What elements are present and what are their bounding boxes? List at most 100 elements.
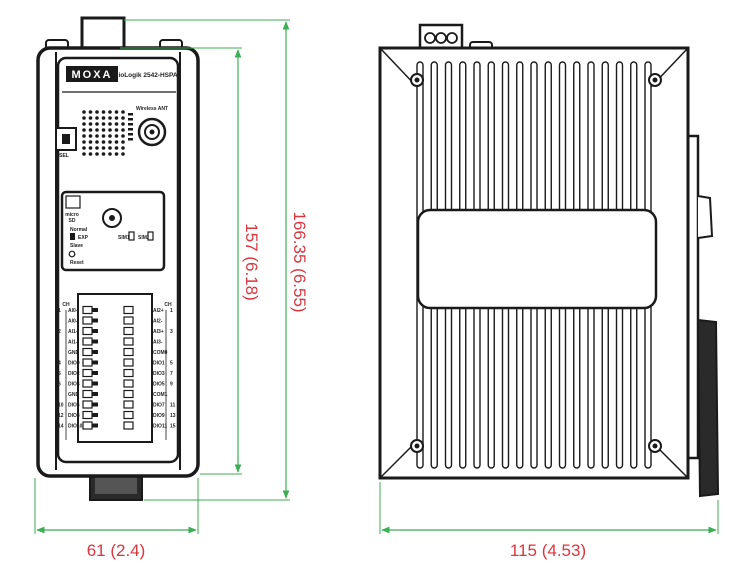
terminal-pin-right <box>123 337 134 346</box>
screw-center <box>652 77 658 83</box>
reset-button <box>68 250 76 258</box>
terminal-label-left: DIO2 <box>68 371 80 377</box>
terminal-pin-right <box>123 421 134 430</box>
terminal-pin-right <box>123 326 134 336</box>
ch-label-left: CH <box>62 302 70 308</box>
led-indicator <box>121 146 125 150</box>
led-indicator <box>82 110 86 114</box>
terminal-label-right: AI2- <box>153 318 163 324</box>
terminal-pin-left <box>82 316 93 325</box>
led-indicator <box>95 134 99 138</box>
led-indicator <box>121 140 125 144</box>
terminal-rows: AI0+1AI0-AI1+2AI1-GNDDIO04DIO25DIO46GNDD… <box>58 305 176 440</box>
led-indicator <box>88 152 93 156</box>
led-indicator <box>95 146 99 150</box>
reset-label: Reset <box>70 260 84 266</box>
led-indicator <box>108 110 112 114</box>
depth-dimension-label: 115 (4.53) <box>510 541 586 560</box>
led-indicator <box>101 146 106 150</box>
terminal-label-left: DIO0 <box>68 360 80 366</box>
exp-label: EXP <box>78 235 89 241</box>
terminal-block <box>77 293 153 443</box>
led-indicator <box>82 134 86 138</box>
din-clip-latch <box>696 318 720 498</box>
terminal-label-left: DIO4 <box>68 381 80 387</box>
terminal-pin-left <box>82 326 93 336</box>
normal-label: Normal <box>70 227 88 233</box>
led-indicator <box>114 146 119 150</box>
terminal-label-right: DIO1 <box>153 360 165 366</box>
led-indicator <box>108 146 112 150</box>
led-indicator <box>88 116 93 120</box>
sd-slot <box>65 195 81 209</box>
led-indicator <box>95 128 99 132</box>
led-indicator <box>114 110 119 114</box>
led-indicator <box>88 140 93 144</box>
wireless-ant-label: Wireless ANT <box>136 106 168 112</box>
channel-number-right: 3 <box>170 329 173 335</box>
led-grid <box>82 110 133 156</box>
terminal-pin-left <box>82 358 93 367</box>
model-text: ioLogik 2542-HSPA <box>118 72 177 79</box>
terminal-screw-left <box>92 392 98 396</box>
label-plate <box>416 208 658 310</box>
dimensions: 61 (2.4) 115 (4.53) 157 (6.18) 166.35 (6… <box>34 19 719 560</box>
led-indicator <box>101 152 106 156</box>
terminal-screw-left <box>92 308 98 312</box>
led-indicator <box>88 128 93 132</box>
terminal-label-left: DIO8 <box>68 413 80 419</box>
terminal-label-right: AI3+ <box>153 329 164 335</box>
terminal-pin-right <box>123 379 134 388</box>
terminal-label-left: GND <box>68 350 80 356</box>
channel-number-left: 10 <box>58 402 64 408</box>
led-indicator <box>108 116 112 120</box>
antenna-pin <box>149 129 155 135</box>
signal-led <box>128 133 133 136</box>
led-indicator <box>114 134 119 138</box>
channel-number-right: 7 <box>170 371 173 377</box>
sim1-label: SIM1 <box>118 235 130 241</box>
led-indicator <box>121 134 125 138</box>
terminal-label-left: AI0+ <box>68 308 79 314</box>
terminal-label-left: GND <box>68 392 80 398</box>
terminal-pin-right <box>123 389 134 399</box>
terminal-screw-left <box>92 360 98 365</box>
led-indicator <box>121 152 125 156</box>
led-indicator <box>82 146 86 150</box>
terminal-screw-left <box>92 381 98 386</box>
led-indicator <box>121 110 125 114</box>
power-connector <box>80 16 126 50</box>
led-indicator <box>114 140 119 144</box>
body-height-dimension-label: 157 (6.18) <box>242 223 261 301</box>
led-indicator <box>95 152 99 156</box>
terminal-pin-right <box>123 400 134 409</box>
terminal-screw-left <box>92 329 98 333</box>
led-indicator <box>101 128 106 132</box>
channel-number-right: 5 <box>170 360 173 366</box>
terminal-screw-left <box>92 339 98 344</box>
terminal-screw-left <box>92 423 98 428</box>
sel-label: SEL <box>59 153 69 159</box>
terminal-screw-left <box>92 350 98 354</box>
terminal-pin-left <box>82 421 93 430</box>
channel-number-left: 5 <box>58 371 61 377</box>
channel-number-left: 4 <box>58 360 61 366</box>
led-indicator <box>114 152 119 156</box>
terminal-pin-left <box>82 379 93 388</box>
led-indicator <box>82 116 86 120</box>
channel-number-right: 11 <box>170 402 176 408</box>
sim1-slot <box>128 231 135 241</box>
terminal-pin-left <box>82 337 93 346</box>
rotary-switch-core <box>109 215 115 221</box>
terminal-label-left: AI1- <box>68 339 78 345</box>
terminal-label-right: AI2+ <box>153 308 164 314</box>
led-indicator <box>101 110 106 114</box>
terminal-screw-left <box>92 371 98 375</box>
led-indicator <box>82 128 86 132</box>
terminal-label-right: AI3- <box>153 339 163 345</box>
led-indicator <box>95 140 99 144</box>
led-indicator <box>88 134 93 138</box>
screw-center <box>652 443 658 449</box>
led-indicator <box>88 110 93 114</box>
terminal-pin-left <box>82 389 93 399</box>
